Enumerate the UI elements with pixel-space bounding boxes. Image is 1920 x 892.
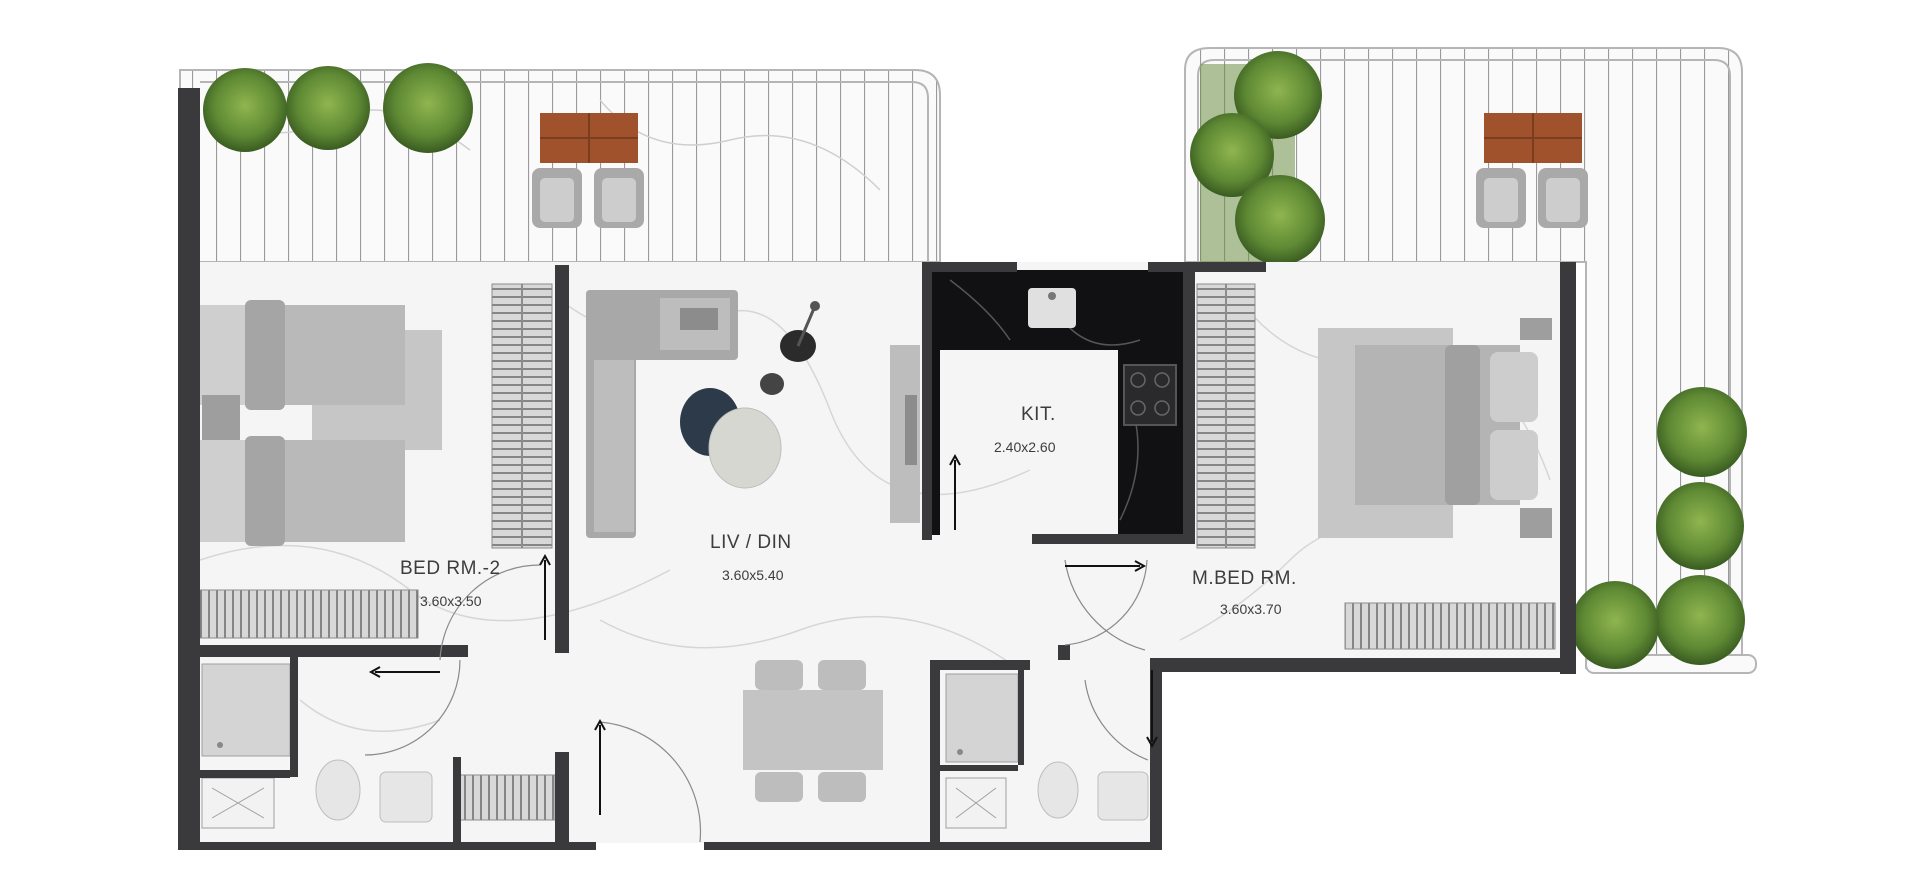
left-terrace xyxy=(179,69,941,263)
living-furniture xyxy=(586,290,920,802)
kitchen-counter xyxy=(932,270,1183,535)
bed-room-2-furniture xyxy=(199,283,553,639)
room-dims-master-bed: 3.60x3.70 xyxy=(1220,601,1282,617)
room-label-bed-2: BED RM.-2 3.60x3.50 xyxy=(400,558,501,609)
room-name-bed-2: BED RM.-2 xyxy=(400,558,501,579)
doors xyxy=(364,559,1149,843)
room-name-master-bed: M.BED RM. xyxy=(1192,568,1297,589)
walls xyxy=(178,88,1576,850)
room-label-living: LIV / DIN 3.60x5.40 xyxy=(710,532,792,583)
master-bed-furniture xyxy=(1196,283,1556,650)
bathroom-1 xyxy=(201,663,556,829)
right-terrace-seating xyxy=(1476,113,1588,228)
room-name-living: LIV / DIN xyxy=(710,532,792,553)
left-terrace-seating xyxy=(532,113,644,228)
room-dims-bed-2: 3.60x3.50 xyxy=(420,593,482,609)
plants xyxy=(203,51,1747,669)
door-arrows xyxy=(368,453,1158,815)
room-dims-kitchen: 2.40x2.60 xyxy=(994,439,1056,455)
room-label-master-bed: M.BED RM. 3.60x3.70 xyxy=(1192,568,1297,617)
room-label-kitchen: KIT. 2.40x2.60 xyxy=(994,404,1056,455)
room-name-kitchen: KIT. xyxy=(1021,404,1056,425)
room-dims-living: 3.60x5.40 xyxy=(722,567,784,583)
